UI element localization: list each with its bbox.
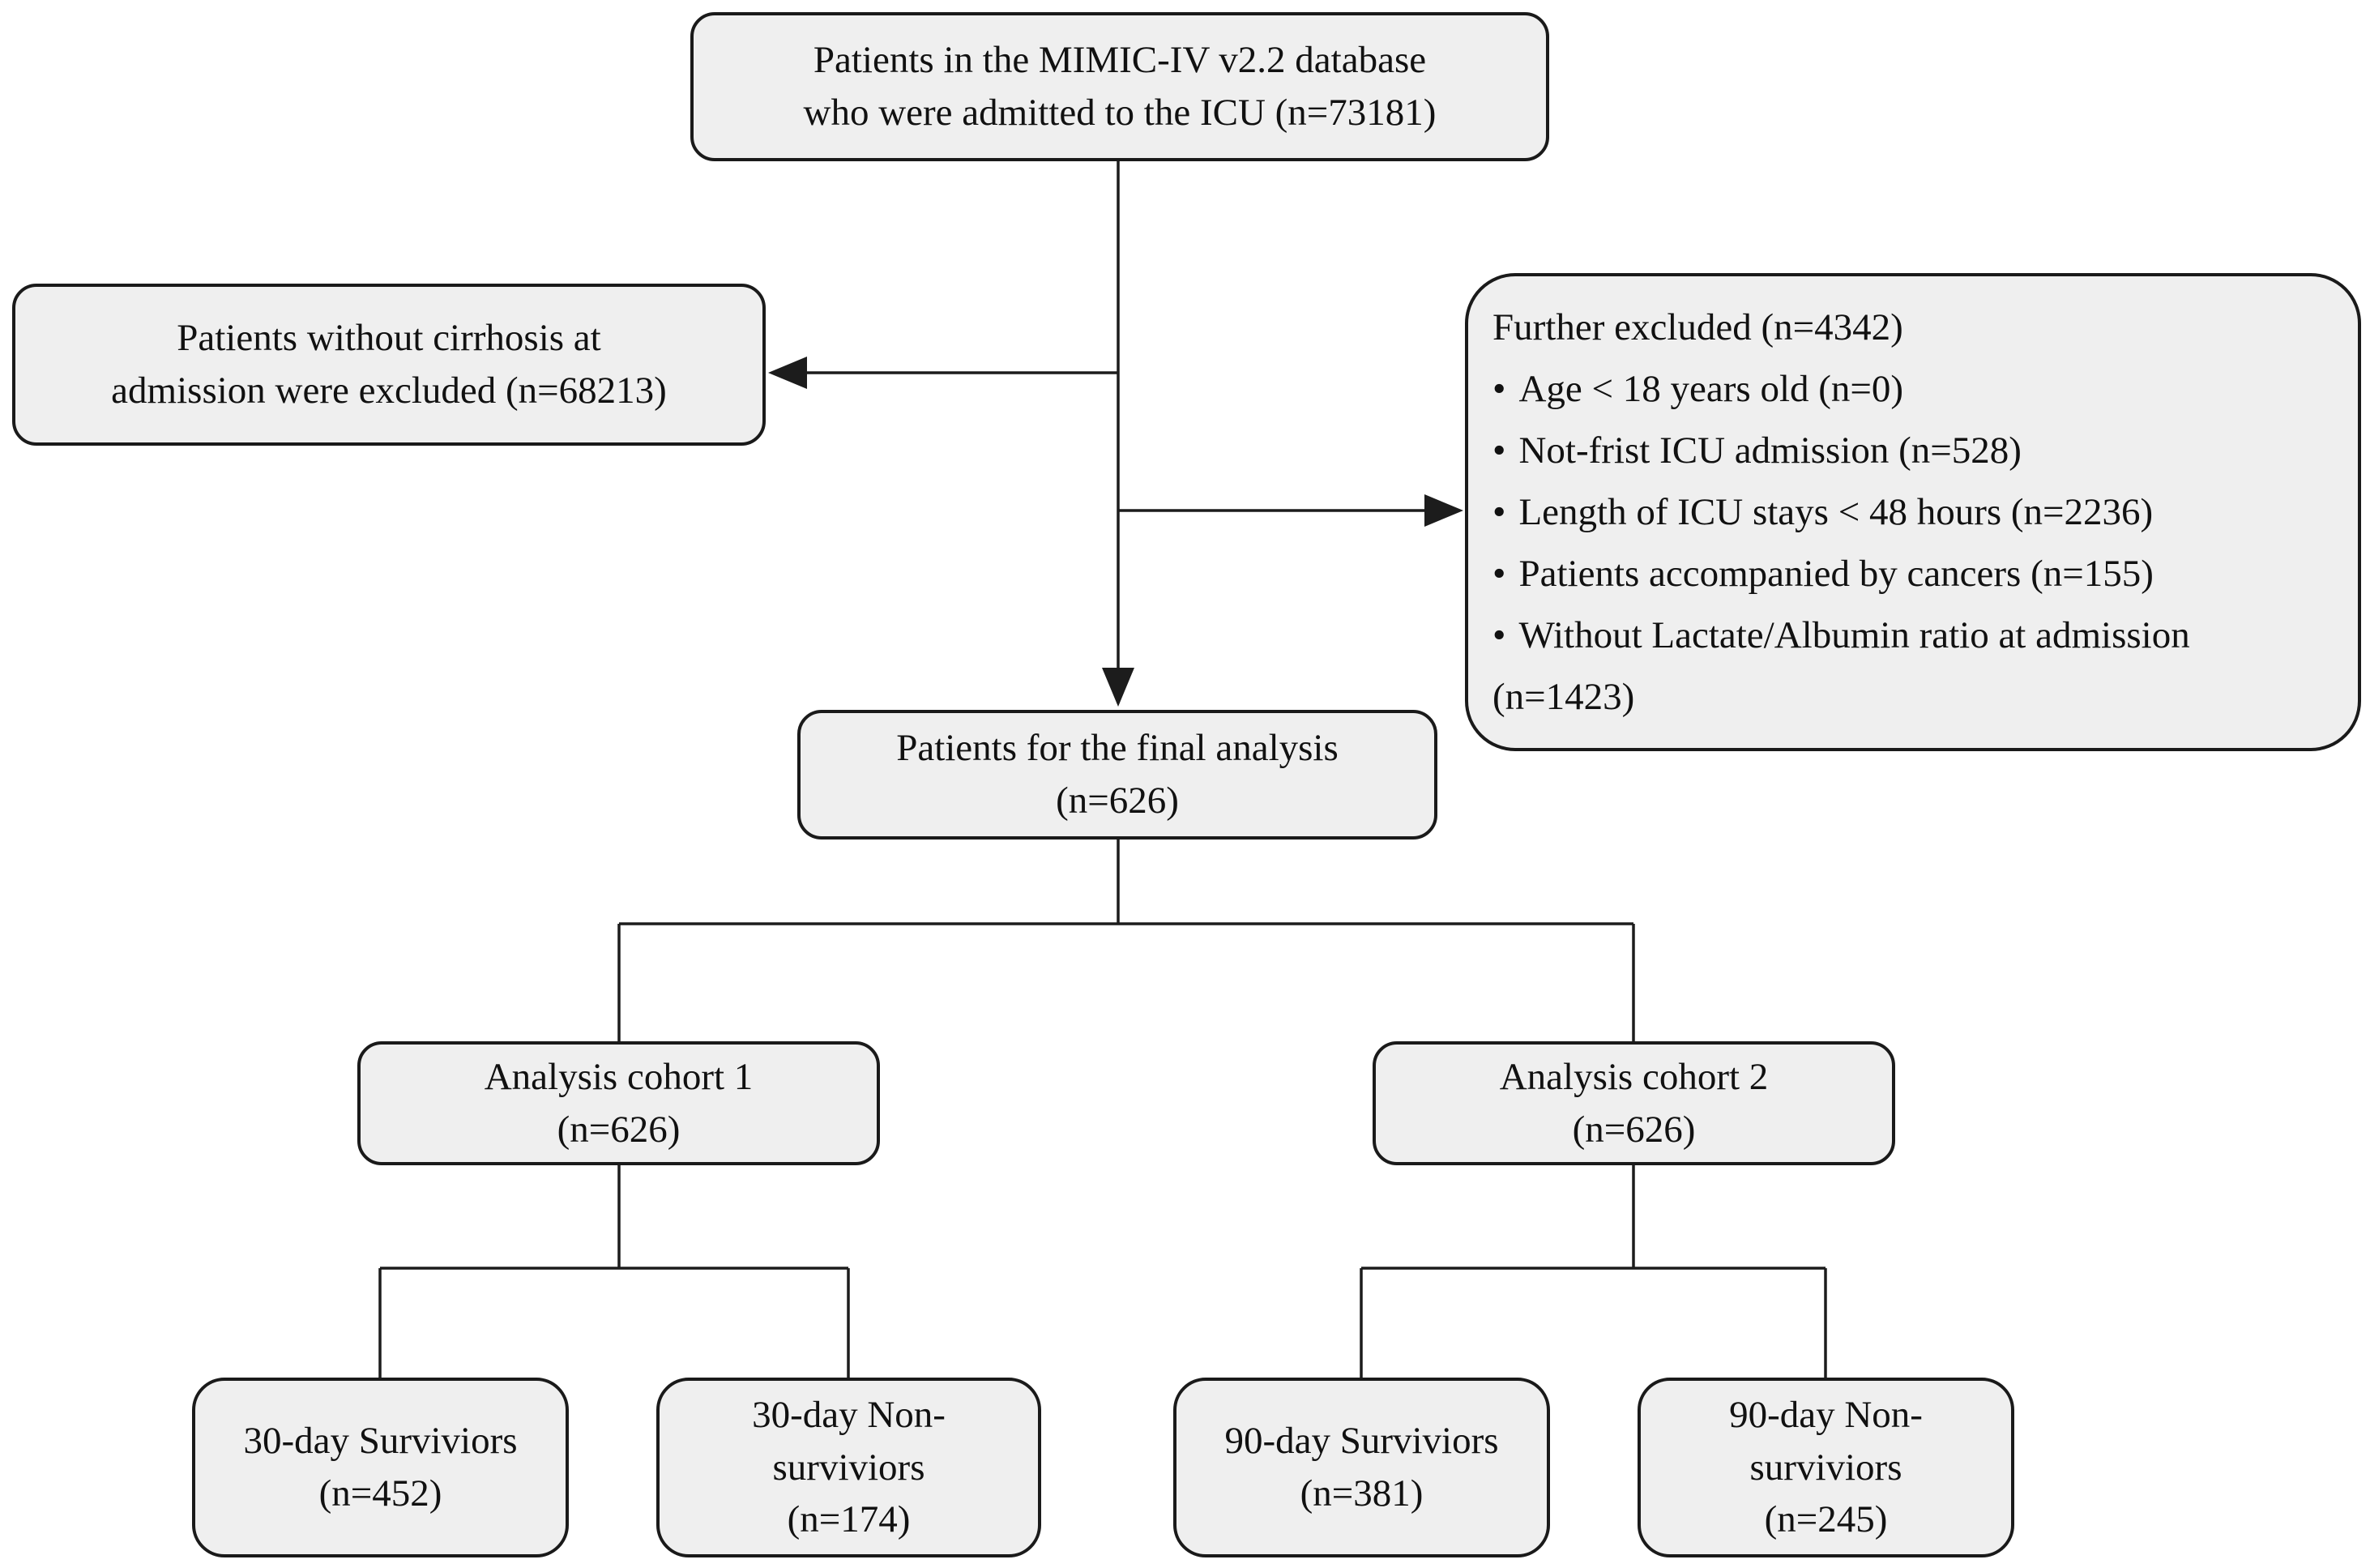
exclusion-item-text: Length of ICU stays < 48 hours (n=2236): [1518, 490, 2154, 533]
box-text-line: who were admitted to the ICU (n=73181): [803, 92, 1437, 134]
box-text-line: Patients without cirrhosis at: [177, 317, 601, 360]
box-text-line: surviviors: [772, 1446, 925, 1489]
exclusion-item: • Patients accompanied by cancers (n=155): [1492, 543, 2154, 605]
box-text-line: (n=381): [1300, 1472, 1424, 1515]
bullet-icon: •: [1492, 553, 1506, 596]
exclusion-item-text: Age < 18 years old (n=0): [1518, 367, 1904, 410]
arrow-right-icon: [1424, 494, 1463, 527]
box-text-line: (n=626): [1572, 1108, 1696, 1151]
nonsurvivors-30day-box: 30-day Non- surviviors (n=174): [656, 1378, 1041, 1557]
box-text-line: admission were excluded (n=68213): [111, 370, 667, 412]
analysis-cohort-1-box: Analysis cohort 1 (n=626): [357, 1041, 880, 1165]
box-text-line: (n=245): [1764, 1498, 1888, 1541]
survivors-90day-box: 90-day Surviviors (n=381): [1173, 1378, 1550, 1557]
box-text-line: Patients for the final analysis: [896, 727, 1339, 770]
exclusion-item-text: Not-frist ICU admission (n=528): [1518, 429, 2022, 472]
further-excluded-box: Further excluded (n=4342) • Age < 18 year…: [1465, 273, 2361, 751]
bullet-icon: •: [1492, 429, 1506, 472]
exclusion-item: • Age < 18 years old (n=0): [1492, 358, 1903, 420]
exclusion-item: • Length of ICU stays < 48 hours (n=2236): [1492, 481, 2153, 543]
box-text-line: 90-day Surviviors: [1224, 1420, 1499, 1463]
survivors-30day-box: 30-day Surviviors (n=452): [192, 1378, 569, 1557]
box-text-line: 90-day Non-: [1729, 1393, 1923, 1436]
box-text-line: Patients in the MIMIC-IV v2.2 database: [813, 39, 1427, 82]
exclusion-item-text: Patients accompanied by cancers (n=155): [1518, 553, 2154, 596]
box-text-line: surviviors: [1749, 1446, 1902, 1489]
bullet-icon: •: [1492, 490, 1506, 533]
bullet-icon: •: [1492, 367, 1506, 410]
excluded-cirrhosis-box: Patients without cirrhosis at admission …: [12, 284, 766, 446]
box-text-line: (n=452): [318, 1472, 442, 1515]
further-excluded-title: Further excluded (n=4342): [1492, 305, 1903, 348]
source-population-box: Patients in the MIMIC-IV v2.2 database w…: [690, 12, 1549, 161]
arrow-down-icon: [1102, 668, 1134, 707]
exclusion-item: •Without Lactate/Albumin ratio at admiss…: [1492, 605, 2330, 728]
exclusion-item-text: Without Lactate/Albumin ratio at admissi…: [1492, 614, 2190, 719]
analysis-cohort-2-box: Analysis cohort 2 (n=626): [1373, 1041, 1895, 1165]
box-text-line: 30-day Non-: [752, 1393, 946, 1436]
bullet-icon: •: [1492, 614, 1506, 657]
exclusion-item: • Not-frist ICU admission (n=528): [1492, 420, 2022, 481]
box-text-line: (n=626): [557, 1108, 681, 1151]
final-analysis-box: Patients for the final analysis (n=626): [797, 710, 1437, 840]
box-text-line: (n=626): [1056, 780, 1179, 822]
arrow-left-icon: [768, 357, 807, 389]
box-text-line: 30-day Surviviors: [243, 1420, 518, 1463]
box-text-line: Analysis cohort 1: [484, 1055, 754, 1098]
box-text-line: Analysis cohort 2: [1499, 1055, 1769, 1098]
box-text-line: (n=174): [787, 1498, 911, 1541]
nonsurvivors-90day-box: 90-day Non- surviviors (n=245): [1638, 1378, 2014, 1557]
